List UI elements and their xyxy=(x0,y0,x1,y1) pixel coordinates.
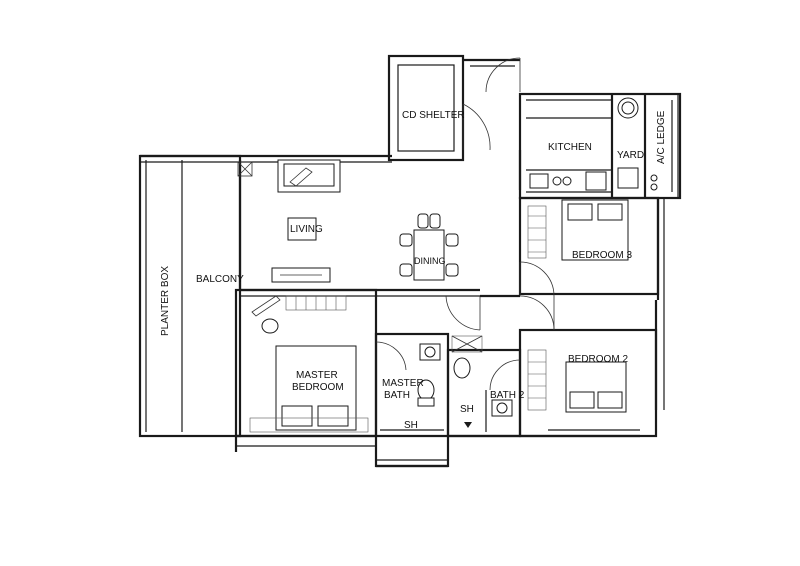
room-labels: CD SHELTER KITCHEN YARD A/C LEDGE LIVING… xyxy=(160,110,667,431)
label-bedroom-2: BEDROOM 2 xyxy=(568,354,628,365)
kitchen-block xyxy=(518,92,682,200)
label-bath-2: BATH 2 xyxy=(490,390,525,401)
label-planter-box: PLANTER BOX xyxy=(160,266,171,336)
cd-shelter xyxy=(387,54,521,162)
label-sh-bath2: SH xyxy=(460,404,474,415)
label-ac-ledge: A/C LEDGE xyxy=(656,110,667,164)
label-master-bedroom-2: BEDROOM xyxy=(292,382,344,393)
label-bedroom-3: BEDROOM 3 xyxy=(572,250,632,261)
label-master-bedroom-1: MASTER xyxy=(296,370,338,381)
balcony-area xyxy=(138,154,392,438)
dining-area xyxy=(399,213,459,281)
bathrooms xyxy=(374,332,522,468)
label-balcony: BALCONY xyxy=(196,274,244,285)
living-area xyxy=(237,159,480,297)
label-master-bath-1: MASTER xyxy=(382,378,424,389)
label-yard: YARD xyxy=(617,150,644,161)
corridor xyxy=(236,294,640,447)
label-cd-shelter: CD SHELTER xyxy=(402,110,465,121)
label-dining: DINING xyxy=(414,256,446,266)
label-master-bath-2: BATH xyxy=(384,390,410,401)
label-living: LIVING xyxy=(290,224,323,235)
label-kitchen: KITCHEN xyxy=(548,142,592,153)
bedroom-3 xyxy=(518,196,665,300)
label-sh-master: SH xyxy=(404,420,418,431)
bedroom-2 xyxy=(518,295,665,438)
